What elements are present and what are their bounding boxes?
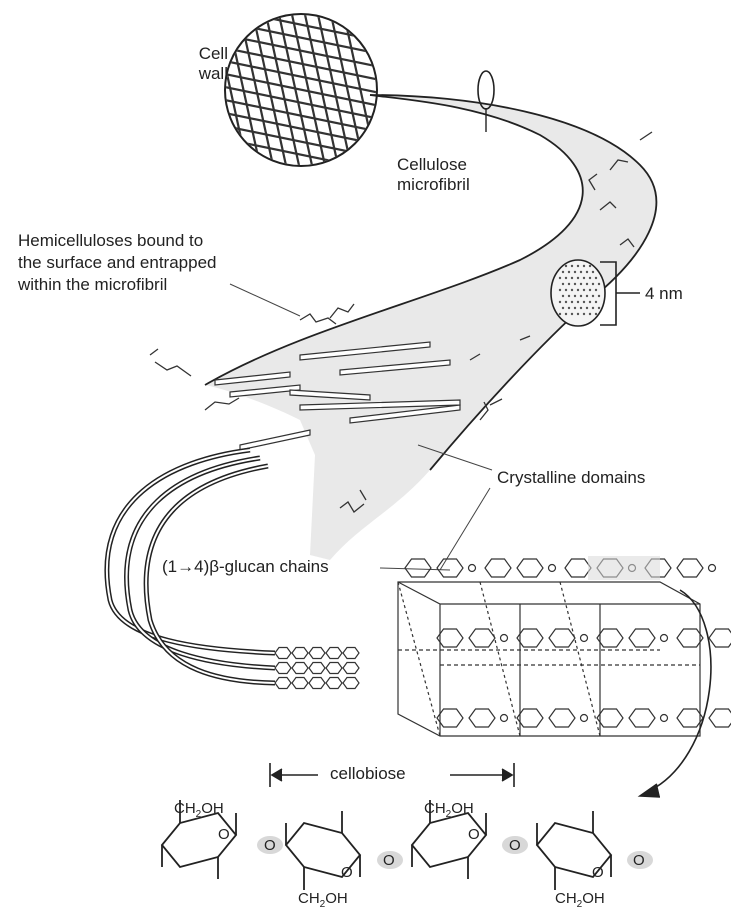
hemicellulose-label: Hemicelluloses bound to the surface and … <box>18 230 216 296</box>
ch2oh-top-1: CH2OH <box>174 800 224 820</box>
bridge-oxygen-4: O <box>633 852 645 869</box>
ring-oxygen-3: O <box>468 826 480 843</box>
cell-wall-label: Cell wall <box>178 44 228 84</box>
glucan-chain-rings <box>275 648 359 689</box>
cell-wall-circle <box>187 0 390 173</box>
ring-oxygen-4: O <box>592 864 604 881</box>
ring-oxygen-2: O <box>341 864 353 881</box>
microfibril-label-line2: microfibril <box>397 175 470 195</box>
microfibril-label-line1: Cellulose <box>397 155 470 175</box>
cellobiose-label: cellobiose <box>330 764 406 784</box>
ch2oh-top-2-ch: CH <box>424 800 446 817</box>
cell-wall-label-line1: Cell <box>178 44 228 64</box>
cell-wall-label-line2: wall <box>178 64 228 84</box>
hemicellulose-label-line2: the surface and entrapped <box>18 252 216 274</box>
ch2oh-bottom-2-ch: CH <box>555 890 577 907</box>
ch2oh-bottom-2: CH2OH <box>555 890 605 910</box>
ch2oh-top-1-ch: CH <box>174 800 196 817</box>
ch2oh-bottom-2-oh: OH <box>582 890 605 907</box>
glucose-chairs <box>162 800 611 890</box>
ring-oxygen-1: O <box>218 826 230 843</box>
microfibril-label: Cellulose microfibril <box>397 155 470 195</box>
ch2oh-bottom-1: CH2OH <box>298 890 348 910</box>
glucan-chains-label: (1→4)β-glucan chains <box>162 557 329 577</box>
bridge-oxygen-3: O <box>509 837 521 854</box>
ch2oh-bottom-1-oh: OH <box>325 890 348 907</box>
bridge-oxygen-2: O <box>383 852 395 869</box>
crystal-lattice <box>398 556 731 736</box>
size-label: 4 nm <box>645 284 683 304</box>
bridge-oxygen-1: O <box>264 837 276 854</box>
hemicellulose-label-line3: within the microfibril <box>18 274 216 296</box>
ch2oh-top-2: CH2OH <box>424 800 474 820</box>
crystalline-domains-label: Crystalline domains <box>497 468 645 488</box>
ch2oh-top-2-oh: OH <box>451 800 474 817</box>
ch2oh-top-1-oh: OH <box>201 800 224 817</box>
ch2oh-bottom-1-ch: CH <box>298 890 320 907</box>
hemicellulose-label-line1: Hemicelluloses bound to <box>18 230 216 252</box>
